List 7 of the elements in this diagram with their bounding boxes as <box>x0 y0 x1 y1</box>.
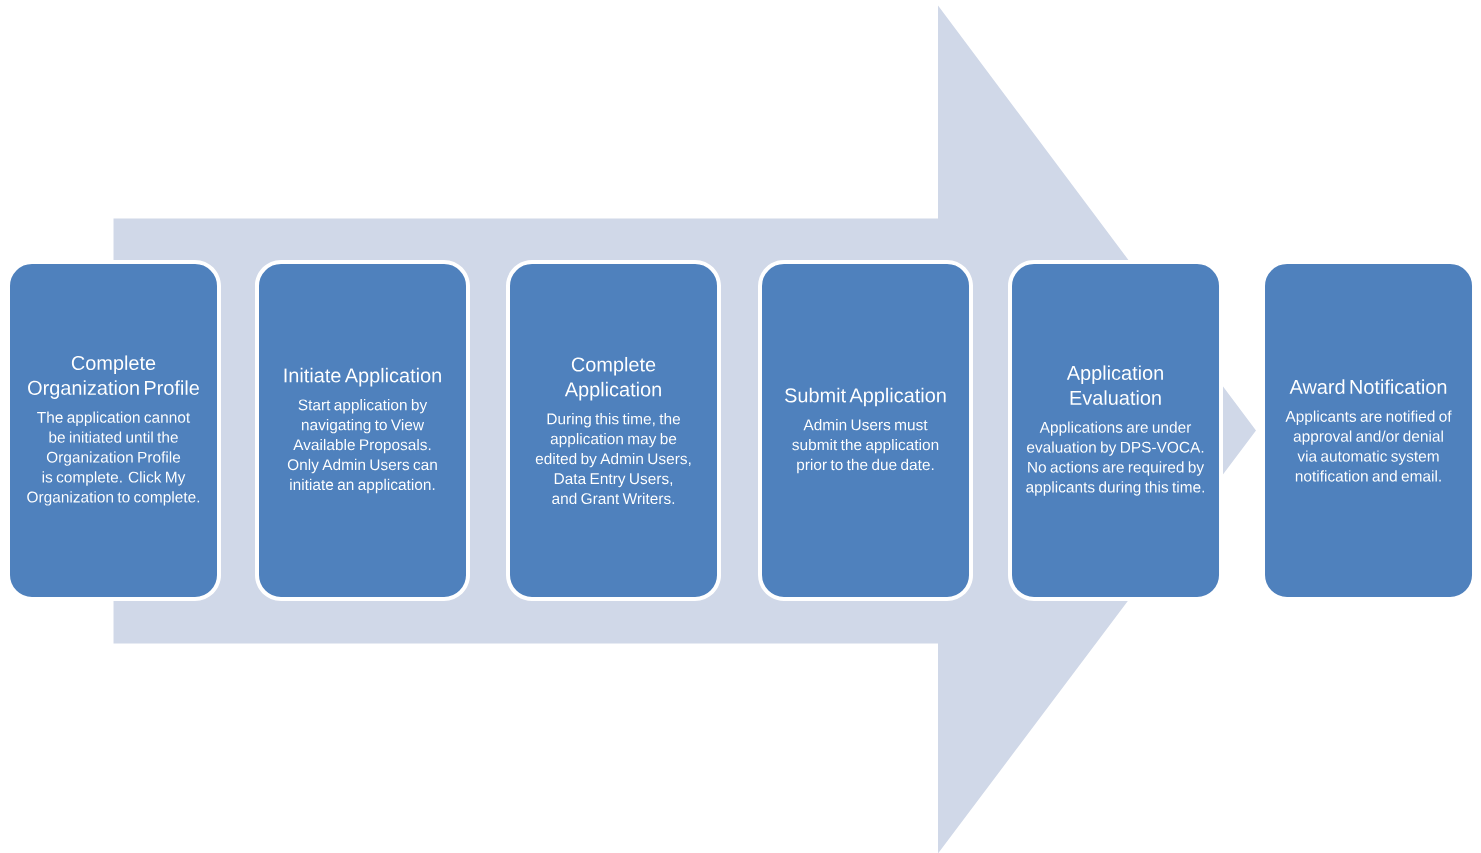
block-arrow <box>113 5 1256 853</box>
step-box: Submit Application Admin Users must submit the application prior to the due date. <box>758 260 973 601</box>
step-box: Award Notification Applicants are notified of approval and/or denial via automatic system notification and email. <box>1261 260 1476 601</box>
step-box: Complete Application During this time, the application may be edited by Admin Users, Data Entry Users, and Grant Writers. <box>506 260 721 601</box>
step-box: Application Evaluation Applications are under evaluation by DPS-VOCA. No actions are required by applicants during this time. <box>1008 260 1223 601</box>
step-box: Complete Organization Profile The application cannot be initiated until the Organization Profile is complete. Click My Organization to complete. <box>6 260 221 601</box>
step-box: Initiate Application Start application by navigating to View Available Proposals. Only Admin Users can initiate an application. <box>255 260 470 601</box>
